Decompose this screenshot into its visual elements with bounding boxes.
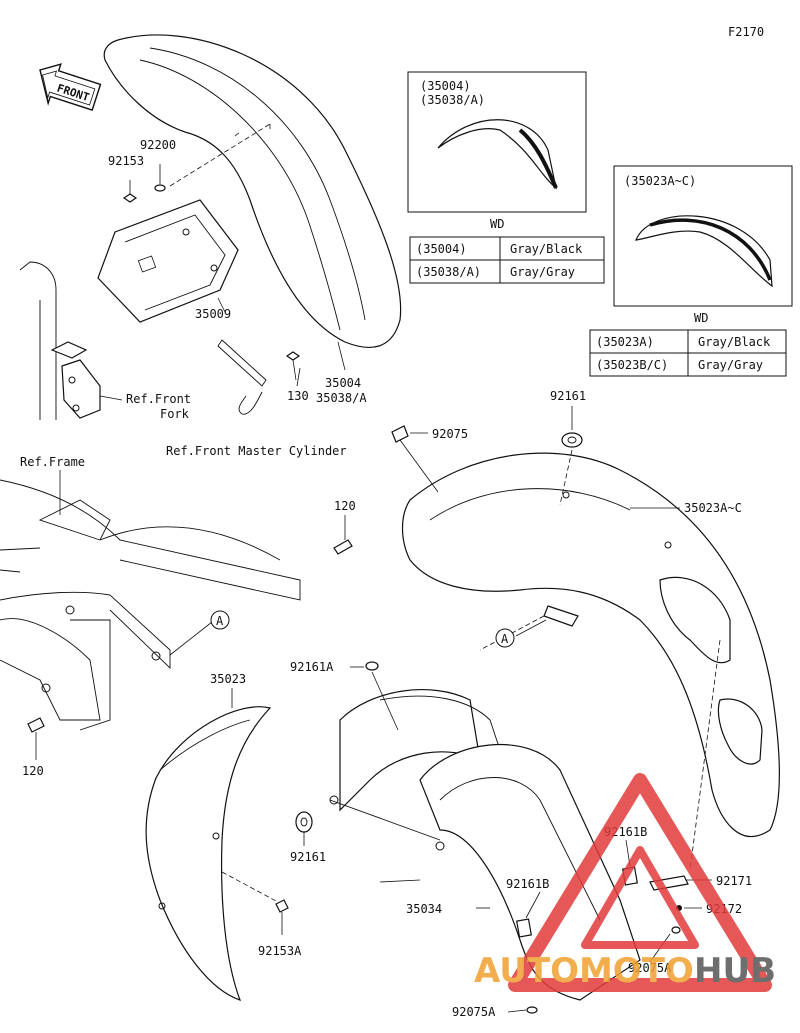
rear-frame (0, 479, 301, 731)
front-row2-part: (35038/A) (416, 265, 481, 279)
rear-fender-thumbnail (635, 215, 773, 288)
inset-front-fender: (35004) (35038/A) WD (407, 71, 587, 231)
rear-row1-color: Gray/Black (698, 335, 771, 349)
label-120-bottom: 120 (22, 764, 44, 778)
front-arrow-icon: FRONT (39, 63, 102, 111)
rear-row1-part: (35023A) (596, 335, 654, 349)
label-120-top: 120 (334, 499, 356, 513)
inset-front-code-2: (35038/A) (420, 93, 485, 107)
grommet-92075A (526, 926, 681, 1014)
inset-front-caption: WD (490, 217, 504, 231)
label-ref-frame: Ref.Frame (20, 455, 85, 469)
callout-a-right: A (495, 628, 515, 648)
front-row2-color: Gray/Gray (510, 265, 575, 279)
label-92153: 92153 (108, 154, 144, 168)
bolt-120-bottom (27, 717, 45, 760)
figure-code: F2170 (728, 25, 764, 39)
front-fork-ref (19, 261, 101, 420)
color-table-rear: (35023A) Gray/Black (35023B/C) Gray/Gray (589, 329, 787, 377)
label-92171: 92171 (716, 874, 752, 888)
label-ref-master-cylinder: Ref.Front Master Cylinder (166, 444, 347, 458)
front-row1-color: Gray/Black (510, 242, 583, 256)
label-35009: 35009 (195, 307, 231, 321)
grommet-92161-mid (295, 811, 313, 833)
svg-text:A: A (501, 632, 509, 646)
label-92161-top: 92161 (550, 389, 586, 403)
label-92200: 92200 (140, 138, 176, 152)
grommet-92075-top (391, 425, 409, 443)
label-35023: 35023 (210, 672, 246, 686)
bolt-130 (285, 351, 301, 381)
label-92153A: 92153A (258, 944, 302, 958)
label-35034: 35034 (406, 902, 442, 916)
fender-bracket-35009 (97, 199, 239, 323)
rear-fender (401, 452, 781, 837)
front-fender (103, 34, 402, 349)
callout-a-left: A (210, 610, 230, 630)
inset-front-code-1: (35004) (420, 79, 471, 93)
leader-lines (59, 297, 712, 1013)
watermark-logo: AUTOMOTO HUB (474, 773, 776, 992)
label-35023AC: 35023A~C (684, 501, 742, 515)
part-labels: 92200 92153 35009 130 35004 35038/A Ref.… (20, 138, 752, 1019)
color-table-front: (35004) Gray/Black (35038/A) Gray/Gray (409, 236, 605, 284)
rear-row2-part: (35023B/C) (596, 358, 668, 372)
watermark-text-1: AUTOMOTO (474, 951, 694, 991)
grommet-92161-top (561, 432, 583, 448)
svg-text:A: A (216, 614, 224, 628)
inset-rear-fender: (35023A~C) WD (613, 165, 793, 325)
pad-92161B-left (516, 918, 532, 938)
label-35038A: 35038/A (316, 391, 367, 405)
label-92161A: 92161A (290, 660, 334, 674)
front-row1-part: (35004) (416, 242, 467, 256)
bolt-92153A (275, 899, 289, 935)
bolt-92153 (122, 180, 138, 203)
label-ref-front-fork-1: Ref.Front (126, 392, 191, 406)
inset-rear-caption: WD (694, 311, 708, 325)
watermark-text-2: HUB (694, 951, 776, 991)
hose-clamp (217, 339, 267, 415)
label-130: 130 (287, 389, 309, 403)
pad-92161A (365, 661, 379, 671)
label-92075A-right: 92075A (628, 961, 672, 975)
label-92075: 92075 (432, 427, 468, 441)
rear-row2-color: Gray/Gray (698, 358, 763, 372)
label-92161-mid: 92161 (290, 850, 326, 864)
label-ref-front-fork-2: Fork (160, 407, 190, 421)
side-cover-35023 (145, 706, 272, 1001)
bolt-120-top (333, 515, 353, 555)
label-35004: 35004 (325, 376, 361, 390)
label-92161B-left: 92161B (506, 877, 549, 891)
washer-92200 (154, 164, 166, 192)
label-92075A-bottom: 92075A (452, 1005, 496, 1019)
inset-rear-code: (35023A~C) (624, 174, 696, 188)
